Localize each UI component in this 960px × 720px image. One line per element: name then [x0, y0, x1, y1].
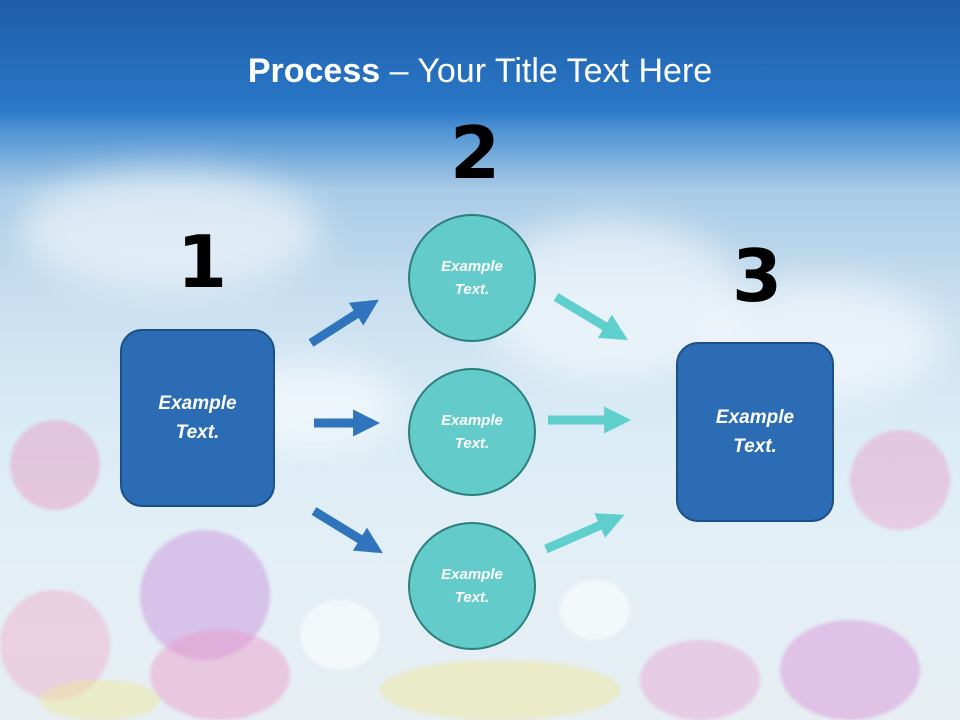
title-bold: Process	[247, 52, 381, 90]
left-box-text: Example Text.	[158, 393, 237, 443]
circle-top-text: Example Text.	[441, 258, 503, 298]
right-box: Example Text.	[676, 342, 834, 522]
circle-bottom: Example Text.	[408, 522, 536, 650]
slide-title: Process – Your Title Text Here	[0, 52, 960, 91]
circle-bottom-text: Example Text.	[441, 566, 503, 606]
title-rest: – Your Title Text Here	[380, 52, 713, 90]
circle-middle-text: Example Text.	[441, 412, 503, 452]
arrow-left-to-top	[308, 299, 379, 347]
right-box-text: Example Text.	[715, 407, 795, 457]
circle-middle: Example Text.	[408, 368, 536, 496]
step-number-2: 2	[450, 111, 501, 195]
step-number-1: 1	[177, 220, 228, 304]
step-number-3: 3	[732, 234, 783, 318]
arrow-top-to-right	[553, 293, 628, 341]
circle-top: Example Text.	[408, 214, 536, 342]
arrow-bottom-to-right	[544, 513, 625, 554]
left-box: Example Text.	[120, 329, 275, 507]
arrow-left-to-bottom	[311, 507, 383, 554]
